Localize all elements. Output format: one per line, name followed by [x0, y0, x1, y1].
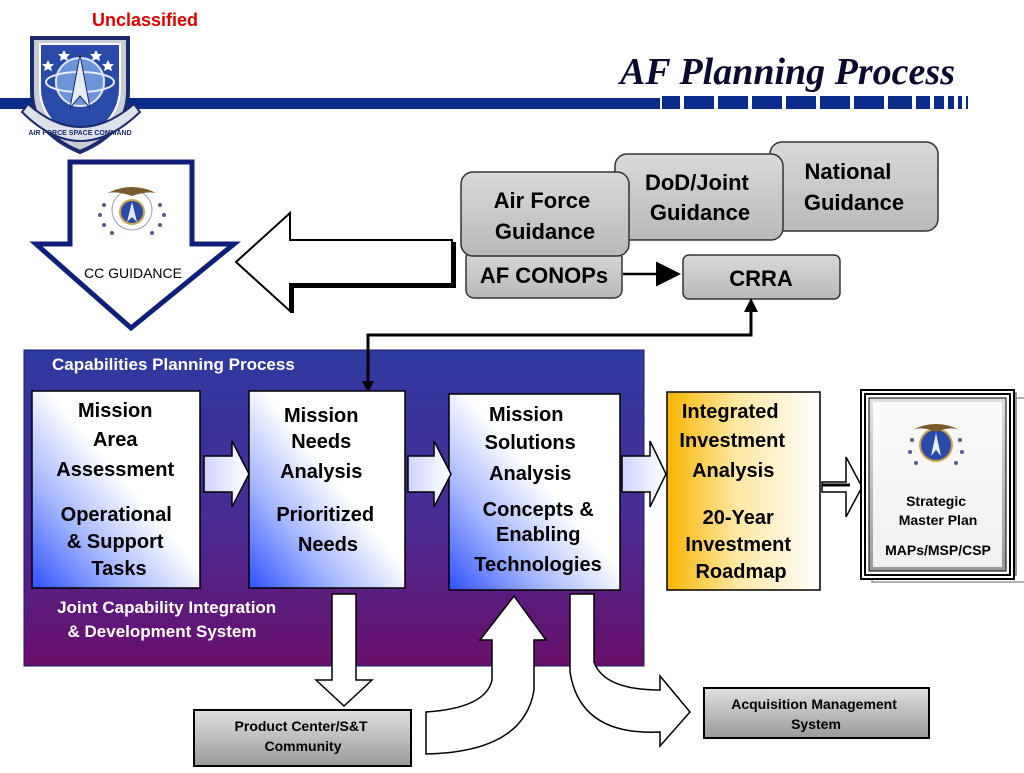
msa-to-iia-arrow [621, 440, 667, 508]
air-force-guidance-line2: Guidance [495, 219, 595, 244]
integrated-investment-analysis-box: Integrated Investment Analysis 20-Year I… [666, 391, 821, 591]
svg-text:Acquisition Management S: Acquisition Management System [731, 696, 901, 732]
maa-title-line1: Mission [78, 400, 152, 422]
cc-guidance-arrow: CC GUIDANCE [29, 159, 242, 332]
jcids-line1: Joint Capability Integration [57, 598, 276, 617]
msa-to-acquisition-arrow [569, 593, 691, 748]
msa-title-line3: Analysis [489, 463, 571, 485]
classification-label: Unclassified [92, 10, 198, 30]
maa-output-line1: Operational [61, 504, 172, 526]
national-guidance-line2: Guidance [804, 190, 904, 215]
strategic-plan-subtitle: MAPs/MSP/CSP [885, 542, 991, 558]
air-force-guidance-box: Air Force Guidance [460, 171, 630, 257]
af-conops-box: AF CONOPs [465, 249, 623, 299]
cc-guidance-label: CC GUIDANCE [84, 265, 182, 281]
mna-title-line3: Analysis [280, 461, 362, 483]
mna-title-line2: Needs [291, 431, 351, 453]
svg-text:National Guidance: National Guidance [804, 159, 904, 215]
air-force-guidance-line1: Air Force [494, 188, 591, 213]
msa-title-line1: Mission [489, 404, 563, 426]
maa-title-line3: Assessment [56, 459, 174, 481]
strategic-plan-line1: Strategic [906, 493, 966, 509]
mna-output-line2: Needs [298, 534, 358, 556]
mission-solutions-analysis-box: Mission Solutions Analysis Concepts & En… [448, 393, 621, 591]
msa-output-line3: Technologies [474, 554, 601, 576]
jcids-line2: & Development System [68, 622, 257, 641]
strategic-master-plan-box: Strategic Master Plan MAPs/MSP/CSP [860, 389, 1024, 583]
national-guidance-line1: National [805, 159, 892, 184]
acquisition-line2: System [791, 716, 841, 732]
iia-title-line3: Analysis [692, 460, 774, 482]
svg-text:Product Center/S&T Commu: Product Center/S&T Community [235, 718, 372, 754]
svg-text:Integrated Investment: Integrated Investment Analysis 20-Year I… [679, 401, 796, 583]
usaf-seal-small-icon [908, 424, 964, 465]
acquisition-management-box: Acquisition Management System [703, 687, 930, 739]
svg-text:DoD/Joint Guidance: DoD/Joint Guidance [645, 170, 755, 225]
dod-joint-guidance-line1: DoD/Joint [645, 170, 750, 195]
msa-output-line1: Concepts & [483, 499, 594, 521]
svg-text:Mission Needs Anal: Mission Needs Analysis Prioritized Needs [276, 405, 379, 556]
svg-text:Joint Capability Integration: Joint Capability Integration & Developme… [57, 598, 281, 641]
mna-output-line1: Prioritized [276, 504, 374, 526]
iia-output-line1: 20-Year [703, 507, 774, 529]
iia-title-line1: Integrated [682, 401, 779, 423]
logo-lettering: AIR FORCE SPACE COMMAND [28, 130, 131, 137]
dod-joint-guidance-box: DoD/Joint Guidance [614, 153, 784, 241]
maa-output-line3: Tasks [91, 558, 146, 580]
mna-to-product-center-arrow [314, 593, 374, 708]
strategic-plan-line2: Master Plan [899, 512, 978, 528]
iia-to-strategic-plan-arrow [821, 456, 863, 518]
maa-output-line2: & Support [67, 531, 164, 553]
afspc-shield-logo: AIR FORCE SPACE COMMAND [20, 36, 142, 155]
svg-text:Mission Area Asses: Mission Area Assessment Operational & Su… [56, 400, 179, 580]
product-center-line1: Product Center/S&T [235, 718, 368, 734]
msa-title-line2: Solutions [485, 432, 576, 454]
product-center-to-msa-arrow [425, 594, 548, 755]
crra-feedback-line [366, 308, 753, 390]
usaf-seal-icon [98, 187, 166, 235]
dod-joint-guidance-line2: Guidance [650, 200, 750, 225]
svg-text:Air Force Guidance: Air Force Guidance [494, 188, 597, 244]
header-stripe [0, 96, 968, 109]
product-center-box: Product Center/S&T Community [193, 709, 412, 767]
svg-text:Mission Solutions: Mission Solutions Analysis Concepts & En… [474, 404, 601, 576]
mission-area-assessment-box: Mission Area Assessment Operational & Su… [31, 390, 201, 589]
mission-needs-analysis-box: Mission Needs Analysis Prioritized Needs [248, 390, 406, 589]
maa-title-line2: Area [93, 429, 138, 451]
page-title: AF Planning Process [618, 51, 955, 93]
national-guidance-box: National Guidance [769, 141, 939, 232]
af-conops-label: AF CONOPs [480, 263, 608, 288]
iia-output-line2: Investment [685, 534, 791, 556]
crra-box: CRRA [682, 254, 841, 300]
mna-title-line1: Mission [284, 405, 358, 427]
crra-label: CRRA [729, 266, 793, 291]
maa-to-mna-arrow [203, 440, 250, 508]
svg-text:Strategic Master Plan: Strategic Master Plan [899, 493, 978, 528]
iia-title-line2: Investment [679, 430, 785, 452]
mna-to-msa-arrow [407, 440, 452, 508]
process-title: Capabilities Planning Process [52, 355, 295, 374]
product-center-line2: Community [265, 738, 342, 754]
iia-output-line3: Roadmap [695, 561, 786, 583]
guidance-to-cc-arrow [234, 210, 453, 314]
msa-output-line2: Enabling [496, 524, 580, 546]
acquisition-line1: Acquisition Management [731, 696, 897, 712]
